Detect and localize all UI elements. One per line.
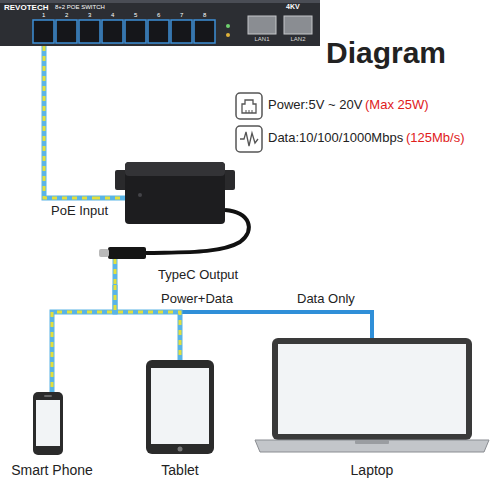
typec-plug (108, 247, 146, 259)
port-number: 8 (203, 12, 206, 19)
power-icon (236, 93, 262, 119)
tablet-device: Tablet (126, 360, 234, 484)
power-max: (Max 25W) (365, 98, 429, 113)
data-icon (236, 126, 262, 152)
switch-body (0, 0, 320, 46)
cable-connector (52, 285, 115, 392)
port-number: 4 (111, 12, 114, 19)
poe-port (33, 20, 54, 43)
poe-switch: REVOTECH 8+2 POE SWITCH (0, 0, 320, 46)
tablet-body (146, 360, 214, 454)
power-spec: Power:5V ~ 20V (268, 98, 362, 113)
lan-port (284, 16, 312, 34)
port-number: 2 (65, 12, 68, 19)
cable-stripe (44, 46, 95, 198)
phone-screen (36, 400, 60, 446)
cable-connector (44, 46, 95, 198)
typec-cable-stub-stripe (114, 259, 117, 285)
power-icon-jack (242, 100, 256, 113)
device-name: Smart Phone (3, 462, 101, 478)
lan-port (248, 16, 276, 34)
poe-port (125, 20, 146, 43)
diagram-title: Diagram (326, 36, 446, 71)
model-name: 8+2 POE SWITCH (55, 4, 105, 11)
port-number: 1 (42, 12, 45, 19)
poe-port (56, 20, 77, 43)
poe-port (79, 20, 100, 43)
laptop-device: Laptop (248, 338, 496, 484)
connector-label: Power+Data (160, 292, 234, 307)
poe-port (102, 20, 123, 43)
tablet-screen (151, 368, 209, 444)
switch-top-edge (0, 0, 320, 3)
connector-label: Data Only (296, 292, 356, 307)
port-number: 7 (180, 12, 183, 19)
laptop-base (255, 440, 489, 452)
output-label: TypeC Output (158, 268, 238, 283)
data-rate: (125Mb/s) (406, 131, 465, 146)
device-name: Laptop (248, 462, 496, 478)
power-icon-pins (246, 110, 252, 113)
laptop-lid (272, 338, 472, 440)
connector-label: PoE Input (50, 204, 109, 219)
port-number: 6 (157, 12, 160, 19)
smart-phone-device: Smart Phone (3, 392, 101, 484)
port-name: LAN1 (255, 36, 270, 43)
data-icon-wave (240, 132, 258, 146)
typec-plug-tip (99, 249, 109, 257)
laptop-notch (355, 440, 389, 444)
port-name: LAN2 (291, 36, 306, 43)
poe-cable-stub (95, 196, 125, 201)
poe-port (148, 20, 169, 43)
phone-speaker (44, 395, 52, 397)
data-spec: Data:10/100/1000Mbps (268, 131, 403, 146)
port-number: 3 (88, 12, 91, 19)
laptop-screen (278, 344, 466, 434)
splitter-body (125, 162, 225, 224)
status-led (226, 24, 230, 28)
typec-cable-stub (113, 259, 118, 285)
splitter-top-face (125, 162, 225, 176)
poe-port (194, 20, 215, 43)
poe-cable-stub-stripe (95, 197, 125, 200)
cable-line (52, 285, 115, 392)
brand-name: REVOTECH (4, 3, 48, 12)
poe-port (171, 20, 192, 43)
cable-line (44, 46, 95, 198)
tablet-button (178, 447, 183, 452)
cable-stripe (52, 285, 115, 392)
surge-rating: 4KV (286, 3, 300, 11)
device-name: Tablet (126, 462, 234, 478)
splitter-cord (146, 210, 249, 253)
poe-splitter: TypeC Output (95, 150, 255, 285)
status-led (226, 33, 230, 37)
phone-body (33, 392, 63, 455)
port-number: 5 (134, 12, 137, 19)
splitter-led (138, 193, 142, 197)
